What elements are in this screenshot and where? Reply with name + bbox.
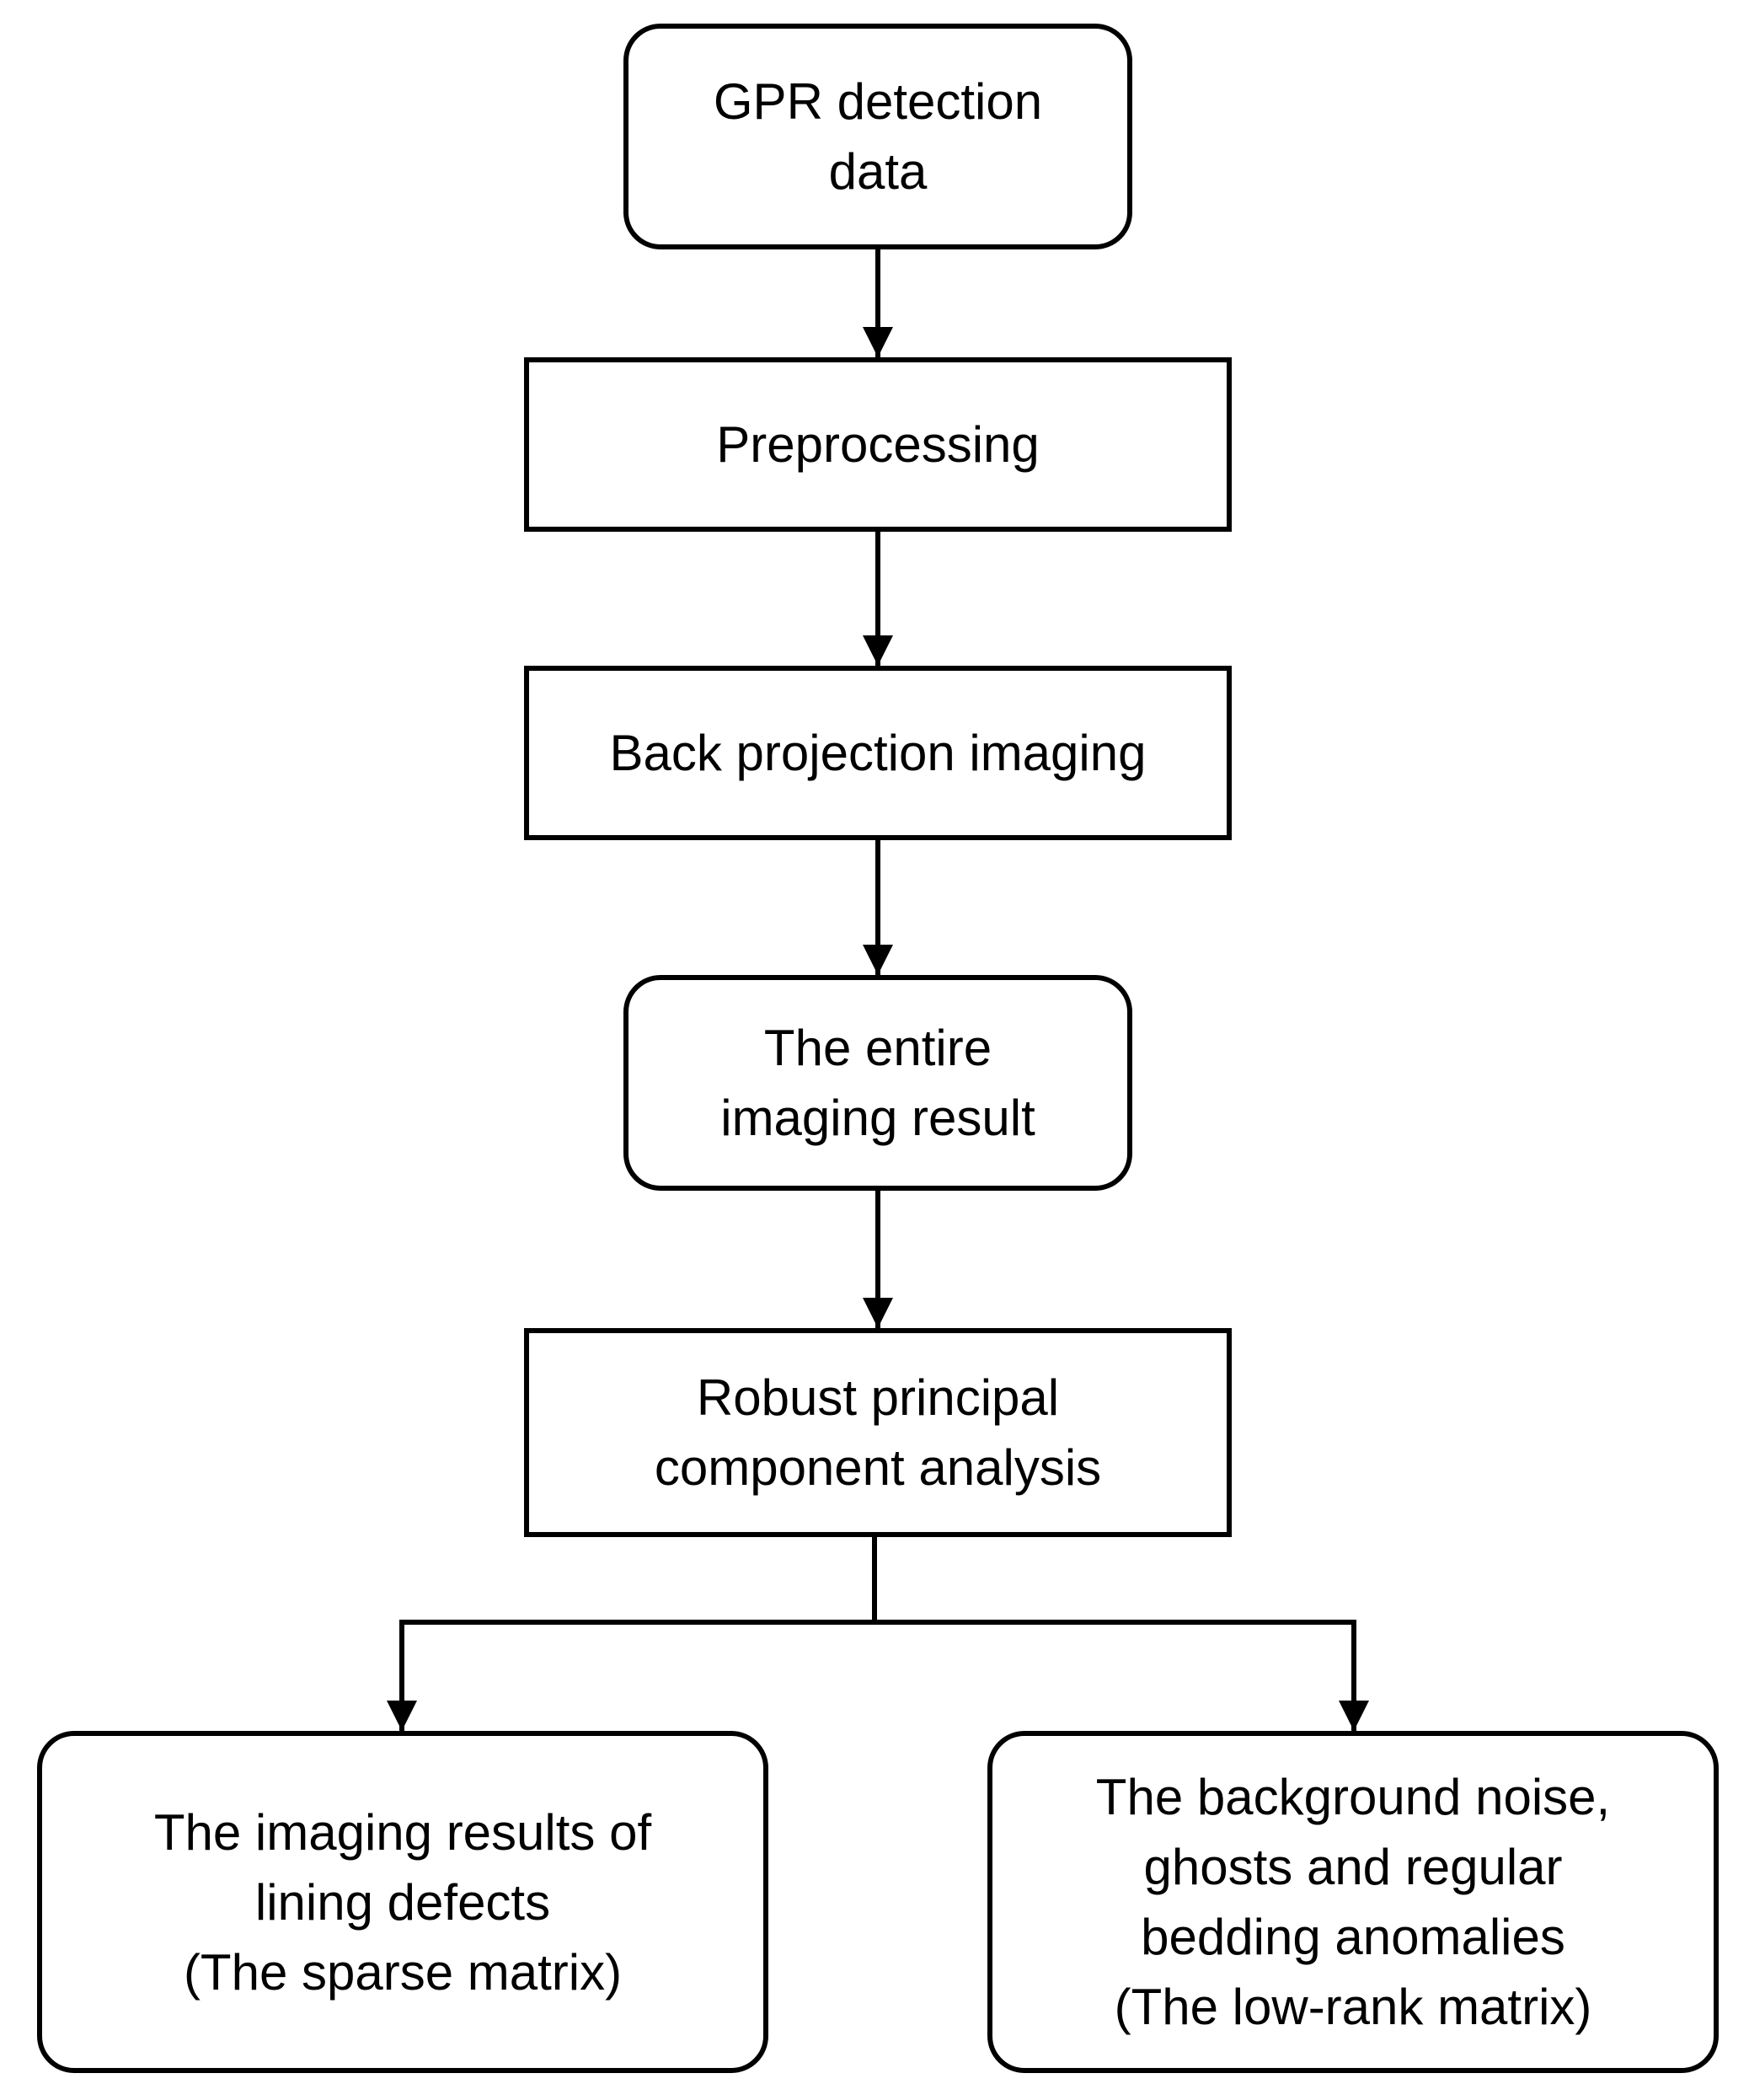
node-label-line: Back projection imaging: [609, 725, 1147, 781]
node-label-line: component analysis: [654, 1439, 1102, 1496]
node-label-line: lining defects: [254, 1873, 551, 1931]
node-label-line: Preprocessing: [716, 416, 1040, 473]
node-entire-imaging-result: The entire imaging result: [623, 975, 1132, 1191]
node-sparse-matrix: The imaging results of lining defects (T…: [37, 1731, 768, 2073]
node-preprocessing: Preprocessing: [524, 357, 1232, 532]
node-gpr-detection-data: GPR detection data: [623, 24, 1132, 249]
node-label-line: (The low-rank matrix): [1114, 1979, 1592, 2035]
node-label-line: ghosts and regular: [1143, 1839, 1563, 1895]
node-label-line: data: [828, 143, 928, 200]
node-label-line: (The sparse matrix): [183, 1943, 623, 2001]
node-label-line: The background noise,: [1095, 1769, 1611, 1825]
node-robust-pca: Robust principal component analysis: [524, 1328, 1232, 1537]
node-label-line: GPR detection: [713, 73, 1043, 130]
node-label-line: Robust principal: [696, 1369, 1060, 1426]
node-label-line: bedding anomalies: [1141, 1909, 1565, 1965]
node-label-line: The entire: [763, 1020, 992, 1076]
node-label-line: The imaging results of: [153, 1803, 652, 1861]
node-label-line: imaging result: [720, 1090, 1035, 1146]
node-low-rank-matrix: The background noise, ghosts and regular…: [987, 1731, 1719, 2073]
node-back-projection-imaging: Back projection imaging: [524, 666, 1232, 840]
